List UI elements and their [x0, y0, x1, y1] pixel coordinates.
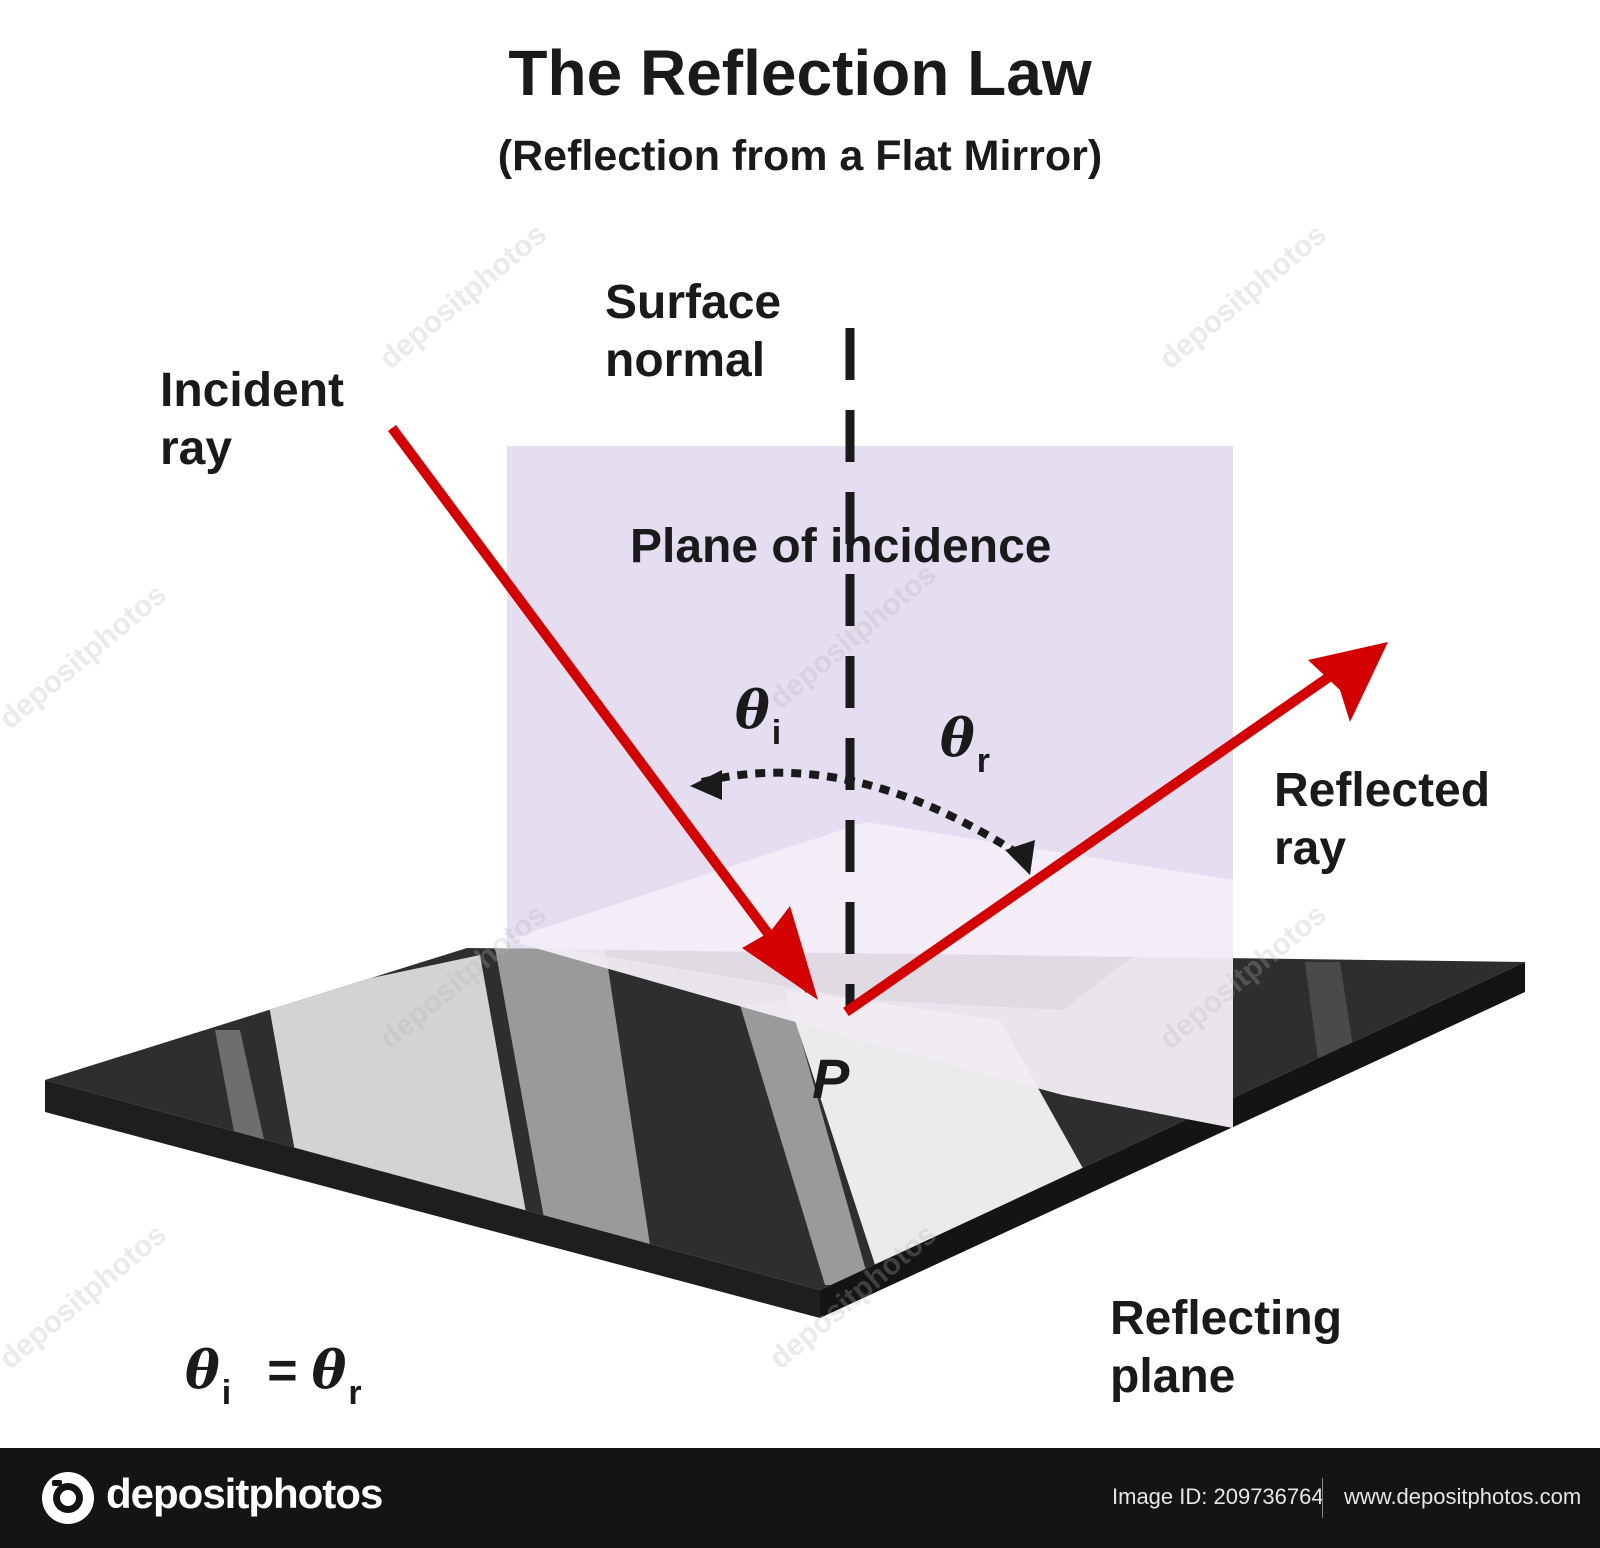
camera-icon	[42, 1472, 94, 1524]
footer-bar: depositphotos Image ID: 209736764 www.de…	[0, 1448, 1600, 1548]
arc-arrowhead-left	[690, 770, 722, 800]
reflected-ray-label: Reflected ray	[1274, 762, 1490, 878]
surface-normal-label-line1: Surface	[605, 276, 782, 329]
reflecting-plane-label-line2: plane	[1110, 1350, 1236, 1403]
surface-normal-label: Surface normal	[605, 274, 781, 390]
surface-normal-label-line2: normal	[605, 334, 766, 387]
mirror-front-left-edge	[45, 1080, 820, 1318]
reflecting-plane-label: Reflecting plane	[1110, 1290, 1342, 1406]
reflection-band	[1305, 962, 1355, 1075]
diagram-title: The Reflection Law	[508, 37, 1092, 109]
incident-ray-arrowhead	[742, 906, 818, 1000]
brand-logo-text[interactable]: depositphotos	[106, 1470, 383, 1517]
incident-ray-label-line1: Incident	[160, 364, 345, 417]
subscript-i: i	[771, 714, 782, 752]
arc-arrowhead-right	[1005, 840, 1035, 875]
equals-sign: =	[267, 1342, 298, 1400]
subscript-i: i	[221, 1374, 232, 1412]
reflection-band	[740, 1000, 870, 1285]
website-link[interactable]: www.depositphotos.com	[1344, 1484, 1582, 1509]
subscript-r: r	[348, 1374, 362, 1412]
reflected-ray-label-line2: ray	[1274, 822, 1347, 875]
reflected-ray	[843, 647, 1368, 1017]
theta-i-label: θi	[735, 680, 781, 752]
theta-symbol: θ	[735, 680, 770, 741]
reflection-diagram-drawing	[45, 328, 1525, 1318]
subscript-r: r	[976, 742, 990, 780]
plane-of-incidence-label: Plane of incidence	[630, 520, 1052, 573]
reflection-law-equation: θi =θr	[185, 1340, 362, 1412]
plane-of-incidence-floor	[507, 880, 1233, 1128]
point-p-label: P	[812, 1047, 850, 1110]
theta-symbol: θ	[311, 1340, 347, 1401]
theta-symbol: θ	[940, 708, 975, 769]
image-id: Image ID: 209736764	[1112, 1484, 1324, 1509]
reflecting-plane-label-line1: Reflecting	[1110, 1292, 1343, 1345]
reflection-band	[495, 948, 650, 1245]
reflected-ray-label-line1: Reflected	[1274, 764, 1491, 817]
incident-ray	[387, 425, 815, 993]
angle-arc	[701, 768, 1023, 859]
incident-ray-label: Incident ray	[160, 362, 344, 478]
incident-ray-label-line2: ray	[160, 422, 233, 475]
diagram-subtitle: (Reflection from a Flat Mirror)	[497, 132, 1103, 180]
mirror-front-right-edge	[820, 962, 1525, 1318]
theta-symbol: θ	[185, 1340, 220, 1401]
reflected-ray-arrowhead	[1308, 642, 1388, 722]
theta-r-label: θr	[940, 708, 990, 780]
footer-divider	[1322, 1478, 1323, 1518]
